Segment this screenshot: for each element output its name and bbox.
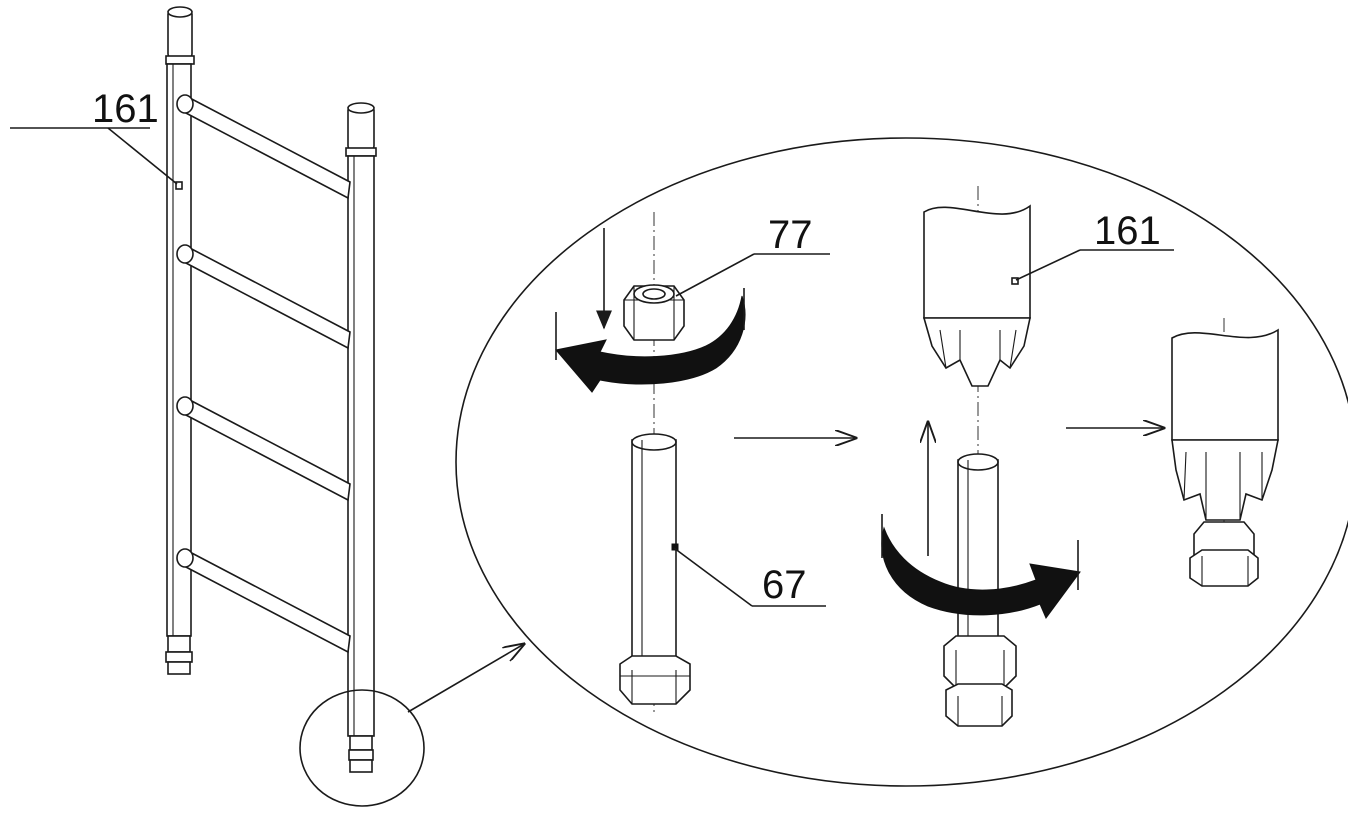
tube-end xyxy=(922,204,1031,387)
frame-pin-label: 161 xyxy=(92,87,159,131)
step-3-assembled xyxy=(1171,318,1279,587)
bolt xyxy=(619,433,691,705)
detail-callout-circle xyxy=(299,689,425,807)
right-upright xyxy=(345,102,377,773)
step-1-nut-and-bolt: 77 67 xyxy=(555,212,830,712)
left-upright xyxy=(165,6,195,675)
rotate-cw-arrow xyxy=(881,526,1081,619)
nut xyxy=(623,284,685,341)
bolt-label: 67 xyxy=(762,563,807,607)
detail-pointer-arrow xyxy=(407,644,524,713)
nut-label: 77 xyxy=(768,213,813,257)
detail-pin-marker xyxy=(1011,277,1019,285)
bolt-with-nut xyxy=(943,453,1017,727)
detail-pin-label: 161 xyxy=(1094,209,1161,253)
rotate-ccw-arrow xyxy=(555,295,746,393)
rungs xyxy=(176,94,351,654)
detail-view-ellipse xyxy=(455,137,1348,787)
ladder-frame: 161 xyxy=(10,6,377,773)
frame-pin-marker xyxy=(175,181,183,190)
step-2-insert-bolt: 161 xyxy=(881,186,1174,727)
